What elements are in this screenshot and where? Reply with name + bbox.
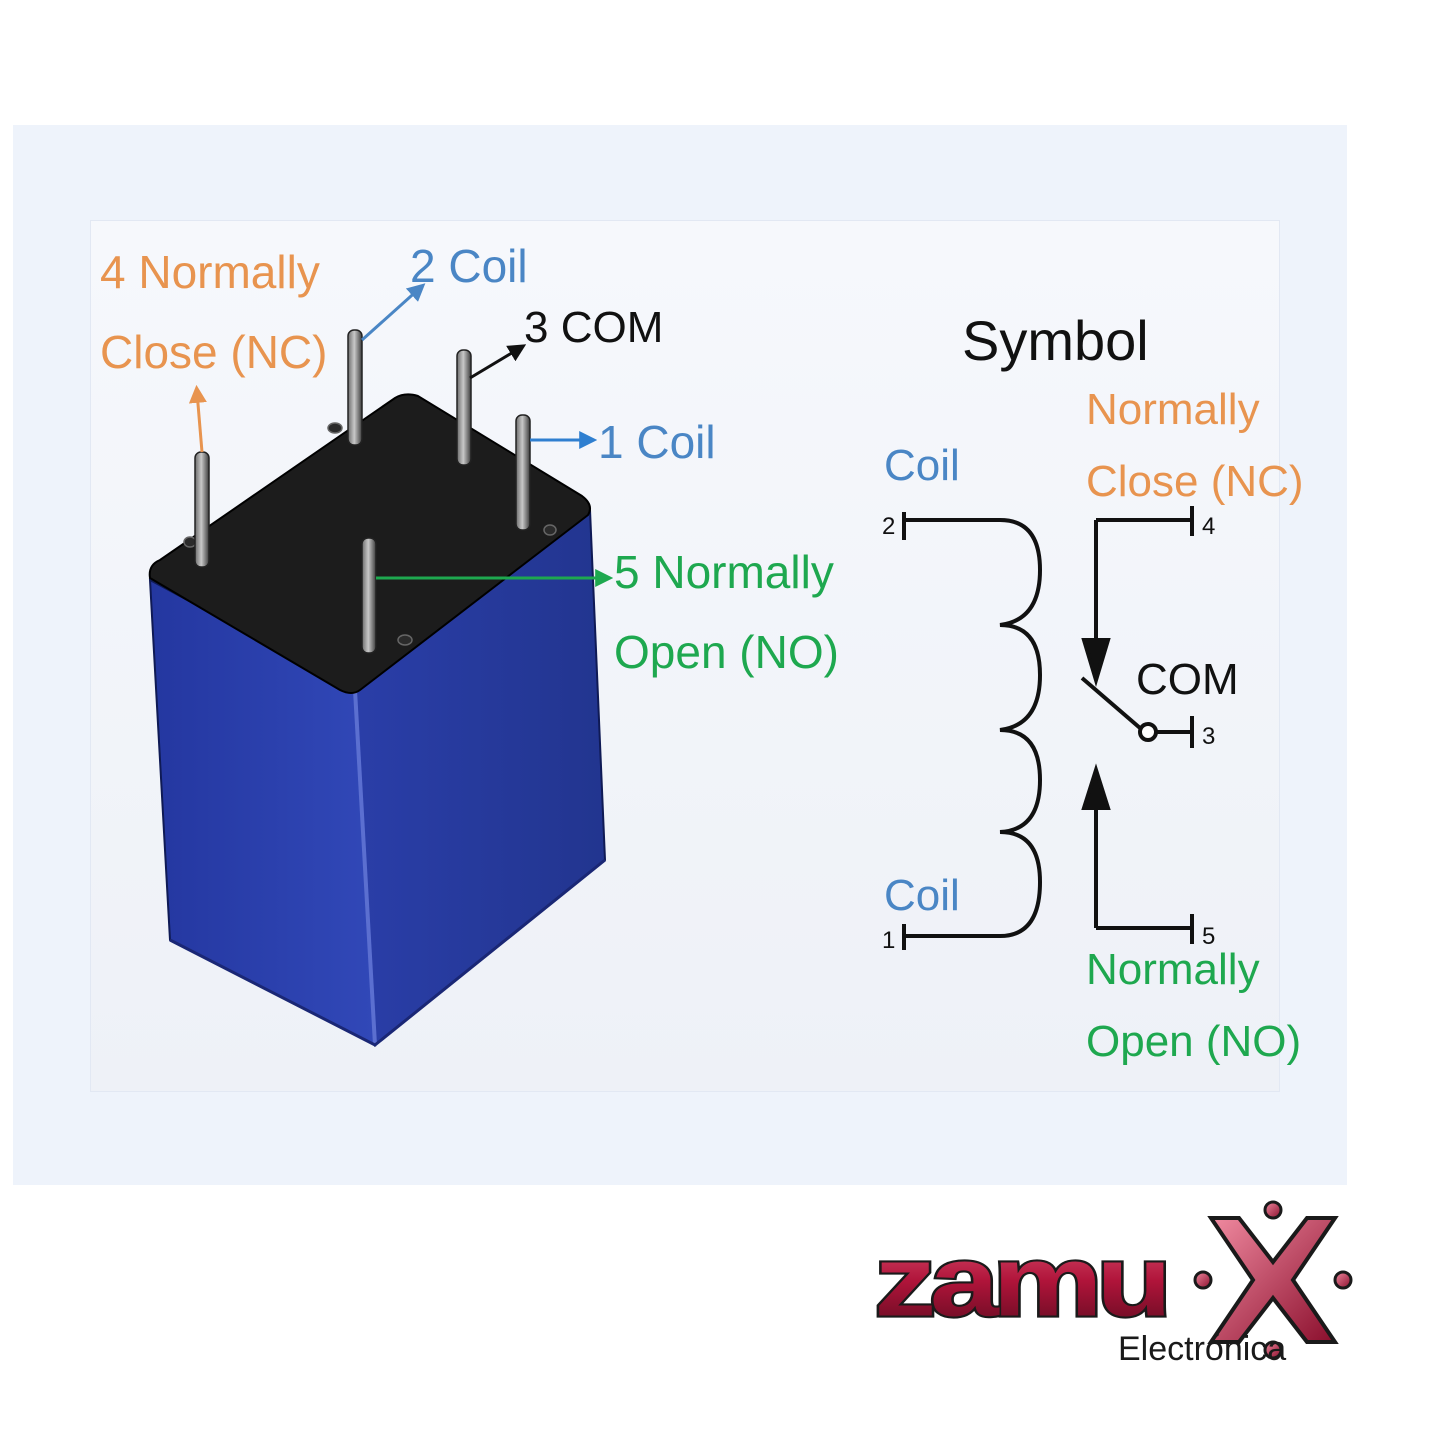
arrow-com [469, 344, 527, 380]
symbol-no-line2: Open (NO) [1086, 1017, 1301, 1066]
pin-1 [515, 414, 531, 531]
symbol-no-line1: Normally [1086, 945, 1260, 994]
symbol-nc-line1: Normally [1086, 385, 1260, 434]
symbol-pin-5: 5 [1202, 923, 1215, 950]
pin-4 [194, 451, 210, 568]
symbol-pin-1: 1 [882, 927, 895, 954]
symbol-com-label: COM [1136, 655, 1239, 704]
symbol-no-contact [1081, 763, 1194, 944]
label-com3: 3 COM [524, 303, 663, 352]
label-no-line2: Open (NO) [614, 626, 839, 678]
symbol-coil-bottom-label: Coil [884, 871, 960, 920]
relay-illustration: 4 Normally Close (NC) 2 Coil 3 COM 1 Coi… [100, 240, 839, 1047]
symbol-coil-top-label: Coil [884, 441, 960, 490]
zamux-logo: zamu Electrónica [868, 1200, 1368, 1380]
symbol-pin-2: 2 [882, 513, 895, 540]
svg-text:zamu: zamu [874, 1225, 1165, 1337]
symbol-pin-4: 4 [1202, 513, 1215, 540]
logo-subtitle: Electrónica [1118, 1330, 1286, 1368]
relay-symbol: Symbol Coil Coil Normally Close (NC) COM… [882, 309, 1304, 1066]
symbol-nc-contact [1081, 506, 1194, 687]
symbol-com-contact [1080, 676, 1194, 748]
arrow-coil2 [360, 283, 426, 342]
symbol-pin-3: 3 [1202, 723, 1215, 750]
label-nc-line2: Close (NC) [100, 326, 327, 378]
pin-3 [456, 349, 472, 466]
pin-5 [361, 537, 377, 654]
symbol-coil [902, 512, 1043, 950]
label-no-line1: 5 Normally [614, 546, 834, 598]
zamux-logo-graphic: zamu Electrónica [872, 1200, 1353, 1368]
symbol-title: Symbol [962, 309, 1149, 372]
label-coil2: 2 Coil [410, 240, 528, 292]
pin-2 [347, 329, 363, 446]
symbol-nc-line2: Close (NC) [1086, 457, 1304, 506]
arrow-nc [188, 384, 207, 453]
label-coil1: 1 Coil [598, 416, 716, 468]
x-mark-icon [1193, 1200, 1353, 1360]
label-nc-line1: 4 Normally [100, 246, 320, 298]
